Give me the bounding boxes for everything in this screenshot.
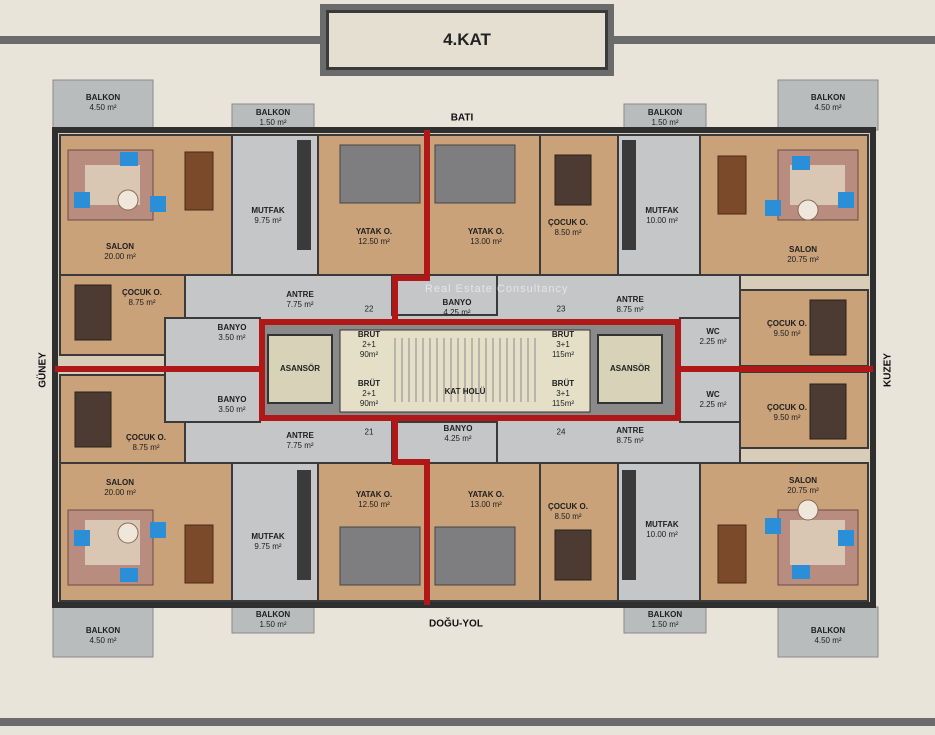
unit-number-24: 24 [556,427,566,437]
watermark-text: Real Estate Consultancy [425,283,569,295]
room-label-cocuk-r1: ÇOCUK O.9.50 m² [767,319,807,338]
unit-separator-walls [55,130,873,605]
floor-title-box: 4.KAT [320,4,614,76]
elevator-right-label: ASANSÖR [609,364,651,373]
floor-title: 4.KAT [326,10,608,70]
room-label-cocuk-bot: ÇOCUK O.8.50 m² [548,502,588,521]
furniture [67,140,859,586]
room-label-cocuk-top: ÇOCUK O.8.50 m² [548,218,588,237]
elevator-left-shaft [267,334,333,404]
direction-west: BATI [450,112,474,124]
room-label-yatak-bl: YATAK O.12.50 m² [355,490,393,509]
room-label-yatak-tl: YATAK O.12.50 m² [355,227,393,246]
room-label-cocuk-l2: ÇOCUK O.8.75 m² [126,433,166,452]
room-label-yatak-br: YATAK O.13.00 m² [467,490,505,509]
room-label-cocuk-l1: ÇOCUK O.8.75 m² [122,288,162,307]
elevator-left-label: ASANSÖR [279,364,321,373]
room-label-cocuk-r2: ÇOCUK O.9.50 m² [767,403,807,422]
room-label-yatak-tr: YATAK O.13.00 m² [467,227,505,246]
direction-south: GÜNEY [37,352,49,388]
kat-holu-label: KAT HOLÜ [444,387,486,396]
direction-north: KUZEY [882,353,894,387]
stairs [394,338,536,402]
unit-number-23: 23 [556,304,566,314]
elevator-right-shaft [597,334,663,404]
bottom-border-band [0,718,935,726]
direction-east: DOĞU-YOL [429,618,483,630]
unit-number-21: 21 [364,427,374,437]
unit-number-22: 22 [364,304,374,314]
